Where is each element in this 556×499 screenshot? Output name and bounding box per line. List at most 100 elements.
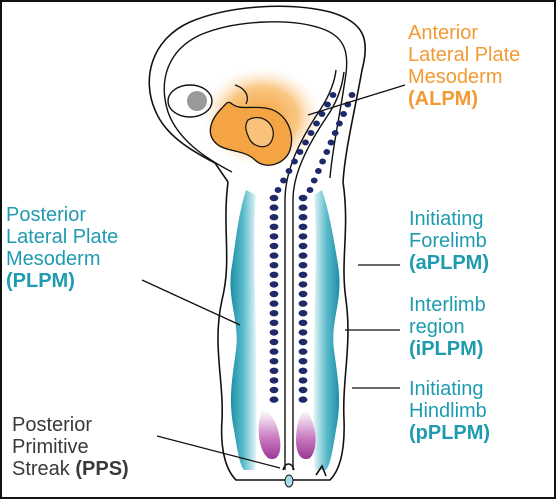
pplpm-line2: Hindlimb	[409, 400, 487, 422]
somite	[269, 271, 279, 278]
somite	[269, 290, 279, 298]
embryo-outer-outline	[148, 5, 367, 183]
pharyngeal-arch	[234, 84, 249, 105]
somite	[298, 348, 308, 355]
pplpm-line1: Initiating	[409, 378, 484, 400]
aplpm-line2: Forelimb	[409, 230, 487, 252]
plpm-label: Posterior Lateral Plate Mesoderm (PLPM)	[6, 204, 118, 292]
somite	[298, 281, 308, 288]
tail-bud	[284, 474, 294, 488]
pps-line3-text: Streak	[12, 458, 76, 480]
plpm-right-band	[313, 190, 340, 470]
somite	[298, 252, 308, 259]
somite	[298, 204, 308, 211]
somite	[310, 177, 318, 184]
somite	[285, 168, 293, 174]
somite	[302, 139, 309, 146]
iplpm-abbr: (iPLPM)	[409, 338, 484, 360]
somite	[298, 358, 308, 365]
plpm-abbr: (PLPM)	[6, 270, 75, 292]
somite	[298, 242, 308, 250]
somite	[269, 367, 279, 374]
somite	[269, 223, 279, 230]
pps-abbr: (PPS)	[75, 458, 129, 480]
somite	[323, 149, 331, 155]
somite	[269, 233, 279, 240]
neural-tube-right	[292, 71, 345, 470]
somite	[340, 111, 347, 117]
somite	[269, 377, 279, 384]
somite	[269, 358, 279, 365]
neural-tube-left	[284, 69, 337, 470]
alpm-leader	[307, 84, 406, 116]
somite	[319, 158, 326, 165]
alpm-line2: Lateral Plate	[408, 44, 521, 66]
pps-right	[296, 410, 316, 460]
plpm-line3: Mesoderm	[6, 248, 101, 270]
plpm-line2: Lateral Plate	[6, 226, 119, 248]
pps-line3: Streak (PPS)	[12, 458, 129, 480]
somite	[291, 158, 298, 165]
somite	[298, 271, 308, 278]
somite	[269, 262, 279, 269]
somite	[269, 396, 279, 403]
somite	[306, 187, 314, 193]
somite	[331, 130, 339, 136]
pplpm-label: Initiating Hindlimb (pPLPM)	[409, 378, 490, 444]
somite	[329, 92, 337, 98]
somite	[298, 290, 308, 298]
somite	[280, 177, 287, 184]
somite	[298, 377, 308, 384]
somite	[269, 300, 279, 307]
plpm-line1: Posterior	[6, 204, 87, 226]
somite	[269, 214, 279, 221]
iplpm-line2: region	[409, 316, 465, 338]
somite-column	[269, 92, 356, 403]
somite	[298, 329, 308, 336]
pplpm-abbr: (pPLPM)	[409, 422, 491, 444]
alpm-line1: Anterior	[408, 22, 479, 44]
embryo-inner-outline	[163, 21, 348, 179]
somite	[269, 338, 279, 346]
pps-leader	[156, 435, 281, 469]
pps-left	[258, 410, 281, 460]
somite	[269, 252, 279, 259]
pps-line1: Posterior	[12, 414, 93, 436]
alpm-abbr: (ALPM)	[408, 88, 478, 110]
somite	[269, 204, 279, 211]
plpm-left-band	[230, 190, 257, 470]
somite	[269, 194, 279, 202]
streak-arrow-left	[282, 463, 295, 471]
alpm-line3: Mesoderm	[408, 66, 503, 88]
heart-inner	[245, 117, 274, 148]
iplpm-line1: Interlimb	[409, 294, 486, 316]
somite	[269, 242, 279, 250]
somite	[315, 168, 322, 174]
somite	[298, 396, 308, 403]
somite	[298, 338, 308, 346]
somite	[298, 310, 308, 317]
somite	[298, 386, 308, 394]
somite	[298, 223, 308, 230]
aplpm-line1: Initiating	[409, 208, 484, 230]
somite	[318, 111, 326, 117]
pps-label: Posterior Primitive Streak (PPS)	[12, 414, 129, 480]
plpm-leader	[141, 279, 241, 326]
somite	[348, 92, 356, 98]
somite	[298, 262, 308, 269]
somite	[307, 130, 315, 136]
somite	[336, 120, 343, 127]
eye-pupil	[187, 91, 207, 111]
somite	[274, 187, 282, 193]
somite	[298, 300, 308, 307]
somite	[313, 120, 320, 127]
somite	[298, 319, 308, 326]
somite	[269, 319, 279, 326]
somite	[298, 233, 308, 240]
streak-arrow-right	[315, 464, 327, 477]
somite	[269, 281, 279, 288]
somite	[269, 348, 279, 355]
iplpm-label: Interlimb region (iPLPM)	[409, 294, 486, 360]
somite	[324, 101, 331, 108]
